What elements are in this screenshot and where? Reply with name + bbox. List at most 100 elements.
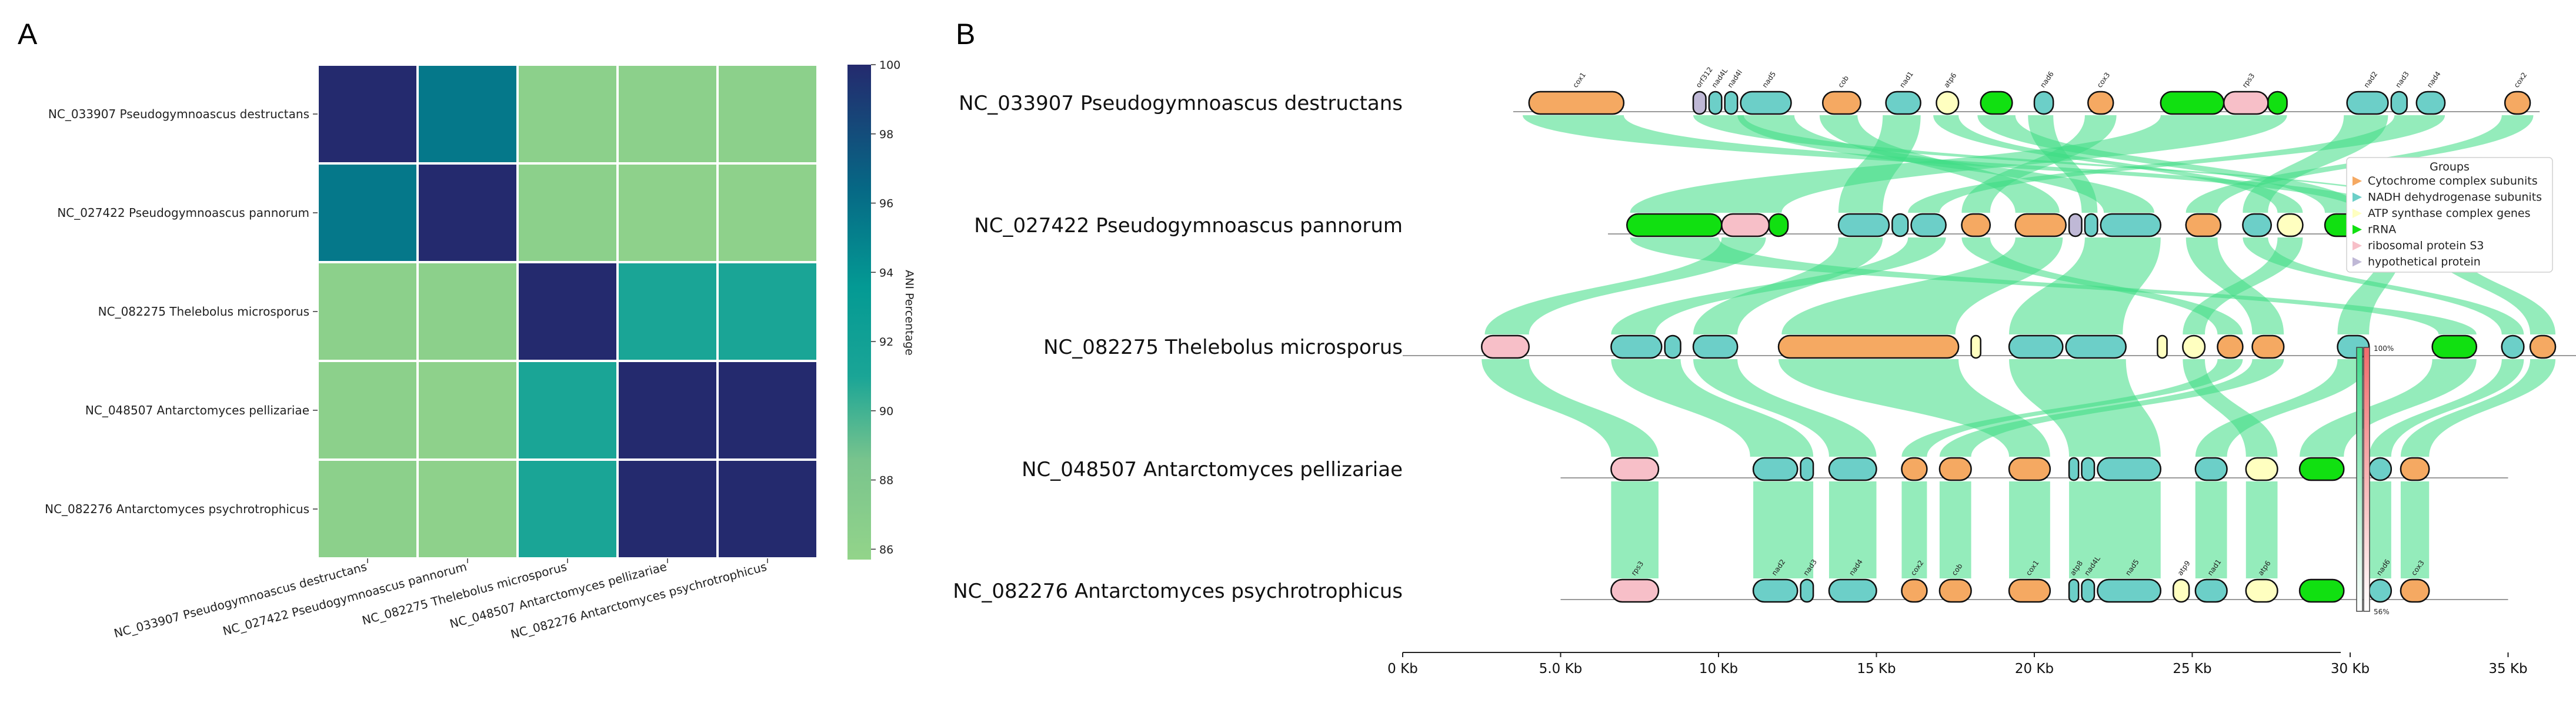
gene-feature (2368, 457, 2393, 481)
gene-feature (1626, 213, 1723, 237)
heatmap-cell (516, 261, 619, 362)
legend-entry: Cytochrome complex subunits (2368, 175, 2538, 188)
legend-title: Groups (2430, 160, 2470, 173)
synteny-link (1693, 359, 1877, 457)
heatmap-cell (616, 63, 719, 165)
synteny-link (1630, 115, 2287, 213)
legend-entry: NADH dehydrogenase subunits (2368, 191, 2542, 204)
synteny-link (2400, 359, 2556, 457)
heatmap-cell (716, 162, 819, 263)
legend-box (2346, 157, 2553, 273)
gene-feature (1752, 578, 1798, 603)
colorbar-tick-label: 94 (879, 266, 893, 279)
gene-label: atp6 (1942, 71, 1958, 89)
gene-feature (1528, 91, 1625, 115)
gene-feature (2298, 578, 2345, 603)
gene-feature (2431, 334, 2478, 359)
gene-label: nad1 (1898, 70, 1915, 89)
synteny-link (1901, 481, 1927, 578)
legend-entry: ATP synthase complex genes (2368, 207, 2531, 220)
genome-label: NC_027422 Pseudogymnoascus pannorum (974, 214, 1403, 237)
synteny-link (1481, 359, 1659, 457)
kb-tick-label: 30 Kb (2331, 661, 2370, 677)
kb-tick-label: 35 Kb (2488, 661, 2527, 677)
heatmap-cell (716, 360, 819, 461)
heatmap-cell (516, 162, 619, 263)
colorbar-tick-label: 100 (879, 59, 900, 72)
gene-feature (1970, 334, 1981, 359)
gene-feature (2033, 91, 2054, 115)
gene-feature (1752, 457, 1798, 481)
gene-label: cox1 (1571, 71, 1587, 89)
gene-feature (1910, 213, 1947, 237)
gene-feature (2245, 457, 2278, 481)
heatmap-cell (616, 458, 719, 560)
gene-feature (2014, 213, 2067, 237)
heatmap-cell (316, 458, 419, 560)
heatmap-cell (316, 162, 419, 263)
synteny-link (1828, 481, 1877, 578)
legend-entry: ribosomal protein S3 (2368, 239, 2484, 252)
heatmap-cell (316, 360, 419, 461)
heatmap-cell (716, 261, 819, 362)
legend-swatch (2353, 257, 2362, 267)
gene-feature (2217, 334, 2244, 359)
legend-swatch (2353, 192, 2362, 202)
heatmap-cell (316, 261, 419, 362)
kb-tick-label: 20 Kb (2015, 661, 2054, 677)
gene-feature (1828, 578, 1877, 603)
synteny-link (1961, 115, 2117, 213)
colorbar-tick-label: 90 (879, 405, 893, 418)
panel-b-letter: B (956, 18, 975, 51)
gene-feature (2097, 578, 2162, 603)
gene-feature (2173, 578, 2190, 603)
gene-feature (1740, 91, 1792, 115)
gene-feature (2529, 334, 2557, 359)
synteny-link (1753, 481, 1814, 578)
gene-feature (1885, 91, 1921, 115)
synteny-link (2195, 359, 2370, 457)
heatmap-row-label: NC_082275 Thelebolus microsporus (98, 304, 309, 319)
synteny-link (1778, 359, 2050, 457)
heatmap-cell (716, 458, 819, 560)
heatmap-cell (516, 63, 619, 165)
gene-feature (1938, 578, 1972, 603)
gene-label: nad2 (2363, 70, 2380, 89)
heatmap-cell (616, 360, 719, 461)
gene-feature (1664, 334, 1681, 359)
synteny-link (2400, 481, 2430, 578)
gene-feature (2087, 91, 2114, 115)
identity-scale: 100%56% (2356, 344, 2394, 616)
gene-feature (2084, 213, 2098, 237)
gene-feature (2081, 578, 2095, 603)
gene-feature (2097, 457, 2162, 481)
gene-feature (2182, 334, 2206, 359)
legend-swatch (2353, 176, 2362, 186)
heatmap-cell (716, 63, 819, 165)
gene-feature (1610, 578, 1660, 603)
synteny-link (1781, 237, 2063, 334)
gene-feature (2008, 457, 2051, 481)
gene-feature (2400, 457, 2430, 481)
gene-feature (2245, 578, 2278, 603)
synteny-link (1484, 237, 1766, 334)
gene-feature (2194, 578, 2228, 603)
gene-label: nad5 (1761, 70, 1778, 89)
colorbar-label: ANI Percentage (903, 270, 916, 356)
gene-label: cob (1836, 74, 1850, 89)
gene-feature (2298, 457, 2345, 481)
gene-feature (2390, 91, 2408, 115)
gene-label: nad4 (2425, 70, 2442, 89)
gene-feature (2068, 457, 2080, 481)
gene-feature (2160, 91, 2225, 115)
gene-feature (1961, 213, 1991, 237)
gene-feature (1692, 91, 1707, 115)
heatmap-row-label: NC_027422 Pseudogymnoascus pannorum (57, 206, 309, 220)
gene-feature (2400, 578, 2430, 603)
gene-feature (1980, 91, 2013, 115)
gene-feature (1901, 578, 1928, 603)
gene-feature (2242, 213, 2272, 237)
